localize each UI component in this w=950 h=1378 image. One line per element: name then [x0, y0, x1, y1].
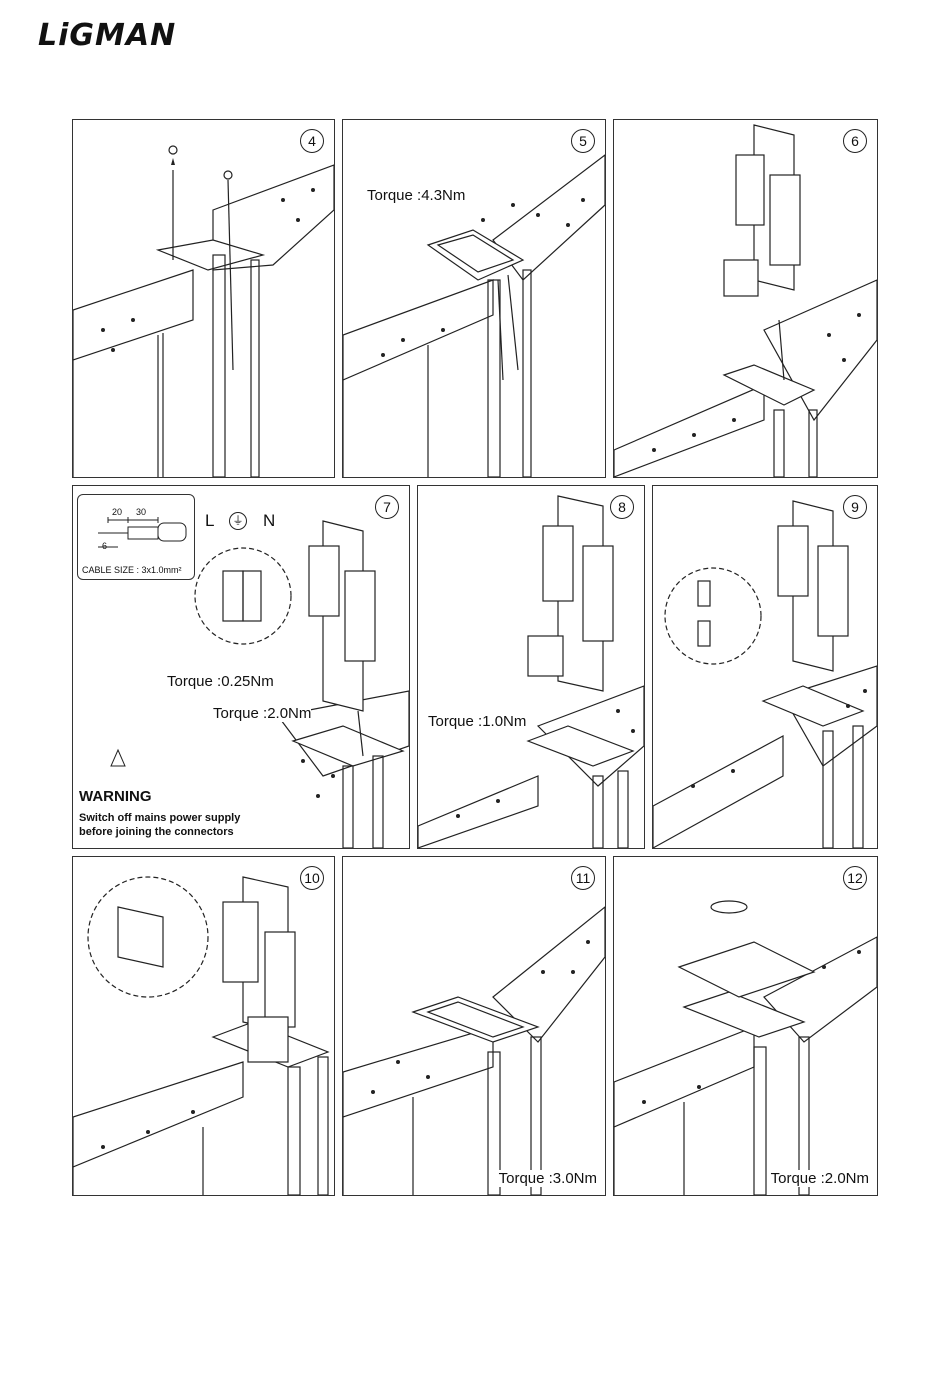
step-11-illustration: [343, 857, 605, 1195]
step-4-illustration: [73, 120, 334, 477]
step-11-panel: 11 Torque :3.0Nm: [342, 856, 606, 1196]
step-number: 9: [843, 495, 867, 519]
step-number: 8: [610, 495, 634, 519]
cable-size: CABLE SIZE : 3x1.0mm²: [82, 565, 182, 575]
torque-label-b: Torque :2.0Nm: [213, 705, 311, 722]
torque-label-a: Torque :0.25Nm: [167, 673, 274, 690]
step-number: 4: [300, 129, 324, 153]
cable-strip-diagram: 20 30 6 CABLE SIZE : 3x1.0mm²: [77, 494, 195, 580]
warning-line-2: before joining the connectors: [79, 825, 279, 839]
step-7-panel: 20 30 6 CABLE SIZE : 3x1.0mm² L ⏚ N 7 To…: [72, 485, 410, 849]
step-4-panel: 4: [72, 119, 335, 478]
warning-title: WARNING: [79, 788, 279, 805]
cable-dim-1: 20: [112, 507, 122, 517]
step-8-panel: 8 Torque :1.0Nm: [417, 485, 645, 849]
torque-label: Torque :1.0Nm: [428, 713, 526, 730]
brand-logo: LiGMAN: [38, 18, 176, 53]
step-8-illustration: [418, 486, 644, 848]
neutral-label: N: [263, 511, 275, 531]
step-6-panel: 6: [613, 119, 878, 478]
step-number: 10: [300, 866, 324, 890]
warning-line-1: Switch off mains power supply: [79, 811, 279, 825]
step-number: 5: [571, 129, 595, 153]
cable-dim-3: 6: [102, 541, 107, 551]
step-number: 6: [843, 129, 867, 153]
torque-label: Torque :4.3Nm: [367, 187, 465, 204]
step-number: 11: [571, 866, 595, 890]
torque-label: Torque :3.0Nm: [499, 1170, 597, 1187]
step-5-illustration: [343, 120, 605, 477]
step-5-panel: 5 Torque :4.3Nm: [342, 119, 606, 478]
live-label: L: [205, 511, 214, 531]
torque-label: Torque :2.0Nm: [771, 1170, 869, 1187]
step-number: 12: [843, 866, 867, 890]
step-9-panel: 9: [652, 485, 878, 849]
step-9-illustration: [653, 486, 877, 848]
step-12-illustration: [614, 857, 877, 1195]
cable-dim-2: 30: [136, 507, 146, 517]
step-number: 7: [375, 495, 399, 519]
step-10-illustration: [73, 857, 334, 1195]
step-10-panel: 10: [72, 856, 335, 1196]
warning-box: WARNING Switch off mains power supply be…: [79, 786, 279, 839]
ground-icon: ⏚: [229, 512, 247, 530]
step-6-illustration: [614, 120, 877, 477]
step-12-panel: 12 Torque :2.0Nm: [613, 856, 878, 1196]
